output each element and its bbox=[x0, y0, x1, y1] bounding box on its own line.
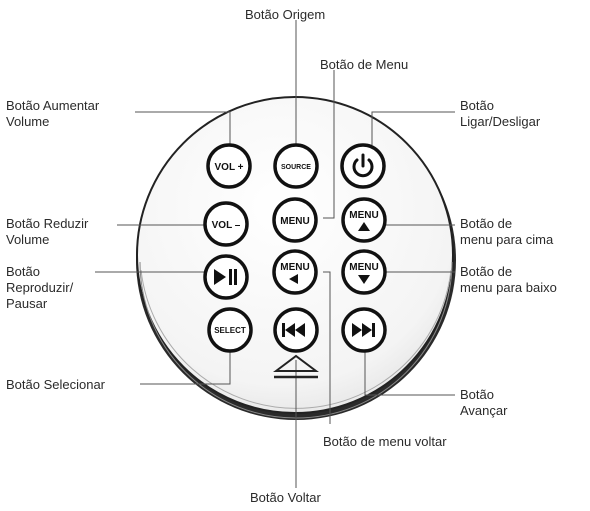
source-button[interactable]: SOURCE bbox=[273, 143, 319, 189]
label-menu: Botão de Menu bbox=[320, 57, 409, 72]
label-source: Botão Origem bbox=[245, 7, 326, 22]
previous-track-icon bbox=[282, 323, 305, 337]
next-track-icon bbox=[352, 323, 375, 337]
previous-button[interactable] bbox=[273, 307, 319, 353]
play-pause-icon bbox=[214, 269, 237, 285]
menu-label: MENU bbox=[280, 216, 309, 227]
play-pause-button[interactable] bbox=[203, 254, 249, 300]
label-power: Botão Ligar/Desligar bbox=[460, 98, 541, 129]
eject-icon bbox=[273, 354, 319, 379]
left-arrow-icon bbox=[289, 274, 298, 284]
label-menu-back: Botão de menu voltar bbox=[323, 434, 447, 449]
menu-left-label: MENU bbox=[280, 262, 309, 273]
select-button[interactable]: SELECT bbox=[207, 307, 253, 353]
vol-down-label: VOL – bbox=[212, 220, 241, 231]
label-vol-down: Botão Reduzir Volume bbox=[6, 216, 89, 247]
select-label: SELECT bbox=[214, 326, 246, 335]
power-icon bbox=[352, 153, 374, 178]
down-arrow-icon bbox=[358, 275, 370, 284]
menu-down-button[interactable]: MENU bbox=[341, 249, 387, 295]
vol-up-label: VOL + bbox=[215, 162, 244, 173]
label-previous: Botão Voltar bbox=[250, 490, 321, 505]
label-next: Botão Avançar bbox=[460, 387, 508, 418]
label-vol-up: Botão Aumentar Volume bbox=[6, 98, 100, 129]
label-menu-down: Botão de menu para baixo bbox=[460, 264, 557, 295]
menu-up-button[interactable]: MENU bbox=[341, 197, 387, 243]
menu-up-label: MENU bbox=[349, 210, 378, 221]
power-button[interactable] bbox=[340, 143, 386, 189]
menu-left-button[interactable]: MENU bbox=[272, 249, 318, 295]
label-select: Botão Selecionar bbox=[6, 377, 106, 392]
source-label: SOURCE bbox=[281, 164, 311, 171]
up-arrow-icon bbox=[358, 222, 370, 231]
menu-button[interactable]: MENU bbox=[272, 197, 318, 243]
vol-down-button[interactable]: VOL – bbox=[203, 201, 249, 247]
menu-down-label: MENU bbox=[349, 262, 378, 273]
label-play-pause: Botão Reproduzir/ Pausar bbox=[6, 264, 74, 311]
vol-up-button[interactable]: VOL + bbox=[206, 143, 252, 189]
leader-lines bbox=[95, 20, 455, 488]
label-menu-up: Botão de menu para cima bbox=[460, 216, 554, 247]
next-button[interactable] bbox=[341, 307, 387, 353]
